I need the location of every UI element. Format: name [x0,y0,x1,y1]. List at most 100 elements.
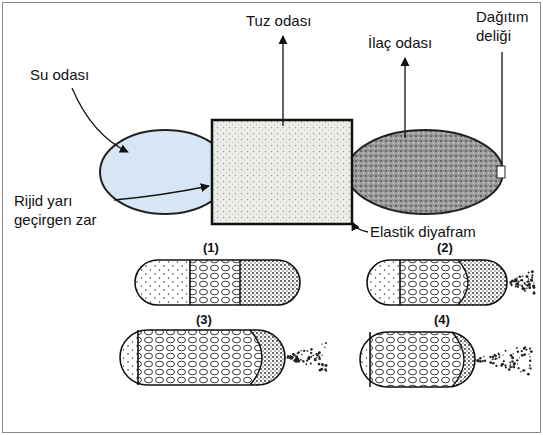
leader-line [404,58,405,138]
drug-particle [530,367,532,369]
stage-capsule [135,260,300,305]
drug-particle [504,364,506,366]
leader-line [352,222,368,232]
water-chamber-label: Su odası [30,66,89,85]
drug-particle [512,353,513,354]
drug-particle [522,287,525,290]
water-region [135,260,190,305]
drug-particle [508,368,511,371]
drug-particle [531,276,533,278]
diaphragm-label: Elastik diyafram [370,223,476,242]
salt-region [400,260,468,305]
drug-particle [529,365,531,367]
drug-particle [511,356,514,359]
drug-particle [518,281,520,283]
drug-particle [489,361,492,364]
drug-particle [484,359,486,361]
drug-particle [505,366,507,368]
drug-chamber-label: İlaç odası [368,34,432,53]
drug-particle [503,360,505,362]
salt-region [190,260,240,305]
drug-particle [301,350,302,351]
drug-particle [310,352,312,354]
drug-particle [524,346,526,348]
drug-particle [532,285,535,288]
drug-region [250,330,285,385]
capsule-outline [367,260,507,305]
drug-particle [310,356,312,358]
drug-particle [521,285,523,287]
elastic-diaphragm [458,260,468,305]
drug-particle [522,287,525,290]
callout-number: (3) [196,312,212,328]
drug-particle [513,363,516,366]
drug-particle [505,350,507,352]
drug-particle [517,363,518,364]
drug-particle [480,361,481,362]
drug-particle [533,292,536,295]
capsule-contents [135,260,300,305]
drug-particle [533,285,535,287]
drug-particle [510,284,512,286]
drug-particle [298,351,300,353]
drug-particle [528,283,530,285]
semipermeable-membrane [189,260,191,305]
drug-particle [289,358,291,360]
drug-particle [310,348,312,350]
elastic-diaphragm [452,332,464,387]
drug-particle [492,355,495,358]
drug-particle [314,358,317,361]
drug-particle [522,284,524,286]
drug-particle [510,354,513,357]
released-drug-spray [476,346,533,375]
drug-particle [482,360,484,362]
elastic-diaphragm [250,330,262,385]
stage-capsule [367,260,535,305]
drug-particle [308,357,310,359]
drug-particle [509,362,511,364]
drug-particle [295,356,297,358]
stage-capsule [360,332,533,387]
drug-particle [318,363,321,366]
drug-particle [523,347,526,350]
drug-particle [531,270,534,273]
drug-region [240,260,300,305]
capsule-contents [360,332,475,387]
water-region [367,260,400,305]
salt-chamber [212,120,352,224]
drug-particle [518,275,520,277]
capsule-outline [360,332,475,387]
orifice-label: Dağıtım deliği [476,8,536,46]
semipermeable-membrane [399,260,401,305]
drug-particle [319,369,322,372]
drug-particle [512,280,513,281]
drug-particle [306,360,308,362]
capsule-contents [120,330,285,385]
drug-particle [527,373,530,376]
drug-particle [524,290,526,292]
callout-number: (4) [434,312,450,328]
drug-particle [310,362,312,364]
drug-particle [522,369,524,371]
drug-particle [524,282,525,283]
drug-particle [519,284,520,285]
drug-particle [321,363,324,366]
drug-particle [517,367,519,369]
drug-particle [312,355,314,357]
leader-line [282,36,283,126]
drug-particle [318,351,321,354]
drug-particle [512,366,515,369]
drug-particle [529,286,531,288]
drug-particle [526,275,529,278]
drug-particle [526,288,527,289]
drug-particle [520,371,521,372]
drug-particle [479,360,482,363]
drug-particle [301,354,302,355]
drug-particle [509,281,510,282]
drug-particle [476,359,478,361]
drug-particle [521,350,523,352]
drug-particle [321,355,322,356]
capsule-contents [367,260,507,305]
drug-particle [516,347,518,349]
drug-particle [510,281,512,283]
